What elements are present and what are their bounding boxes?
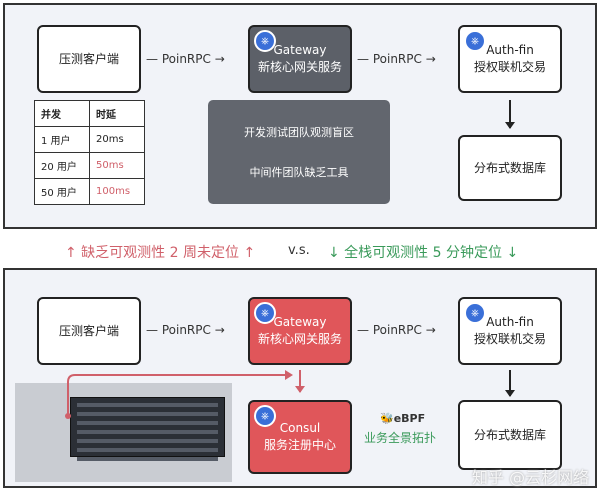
kubernetes-icon: ⎈ xyxy=(254,302,276,324)
gateway-subtitle: 新核心网关服务 xyxy=(257,332,342,346)
auth-title: Auth-fin xyxy=(486,43,534,57)
kubernetes-icon: ⎈ xyxy=(464,30,486,52)
db-label: 分布式数据库 xyxy=(473,427,546,442)
consul-box: ⎈ Consul 服务注册中心 xyxy=(248,400,352,474)
rpc-label: — PoinRPC → xyxy=(146,323,225,337)
cell: 50ms xyxy=(89,152,145,179)
gateway-box: ⎈ Gateway 新核心网关服务 xyxy=(248,25,352,93)
gateway-box: ⎈ Gateway 新核心网关服务 xyxy=(248,297,352,365)
consul-subtitle: 服务注册中心 xyxy=(263,438,336,452)
auth-subtitle: 授权联机交易 xyxy=(473,332,546,346)
gateway-title: Gateway xyxy=(273,315,327,329)
table-header: 时延 xyxy=(89,100,145,127)
rpc-label: — PoinRPC → xyxy=(357,52,436,66)
watermark: 知乎 @云杉网络 xyxy=(472,468,590,487)
auth-subtitle: 授权联机交易 xyxy=(473,60,546,74)
consul-title: Consul xyxy=(279,421,321,435)
cell: 100ms xyxy=(89,178,145,205)
rpc-label: — PoinRPC → xyxy=(357,323,436,337)
client-label: 压测客户端 xyxy=(58,51,119,66)
rpc-label: — PoinRPC → xyxy=(146,52,225,66)
compare-vs: v.s. xyxy=(288,243,310,258)
topology-screenshot xyxy=(15,383,232,482)
compare-left: ↑ 缺乏可观测性 2 周未定位 ↑ xyxy=(65,245,256,261)
client-box: 压测客户端 xyxy=(37,25,141,93)
db-label: 分布式数据库 xyxy=(473,160,546,175)
cell: 50 用户 xyxy=(34,178,90,205)
problem-box: 开发测试团队观测盲区 中间件团队缺乏工具 xyxy=(208,100,390,204)
client-box: 压测客户端 xyxy=(37,297,141,365)
topology-table-image xyxy=(70,397,225,461)
ebpf-caption: 业务全景拓扑 xyxy=(364,431,437,445)
kubernetes-icon: ⎈ xyxy=(464,302,486,324)
down-arrow-icon xyxy=(295,370,305,393)
client-label: 压测客户端 xyxy=(58,323,119,338)
problem-line: 开发测试团队观测盲区 xyxy=(244,126,354,139)
kubernetes-icon: ⎈ xyxy=(254,405,276,427)
cell: 20 用户 xyxy=(34,152,90,179)
down-arrow-icon xyxy=(505,370,515,397)
gateway-subtitle: 新核心网关服务 xyxy=(257,60,342,74)
down-arrow-icon xyxy=(505,100,515,129)
db-box: 分布式数据库 xyxy=(458,135,562,201)
kubernetes-icon: ⎈ xyxy=(254,30,276,52)
problem-line: 中间件团队缺乏工具 xyxy=(249,166,349,179)
auth-box: ⎈ Auth-fin 授权联机交易 xyxy=(458,297,562,365)
ebpf-logo: 🐝eBPF xyxy=(380,412,426,425)
auth-title: Auth-fin xyxy=(486,315,534,329)
compare-right: ↓ 全栈可观测性 5 分钟定位 ↓ xyxy=(328,245,519,261)
table-header: 并发 xyxy=(34,100,90,127)
auth-box: ⎈ Auth-fin 授权联机交易 xyxy=(458,25,562,93)
db-box: 分布式数据库 xyxy=(458,400,562,470)
gateway-title: Gateway xyxy=(273,43,327,57)
